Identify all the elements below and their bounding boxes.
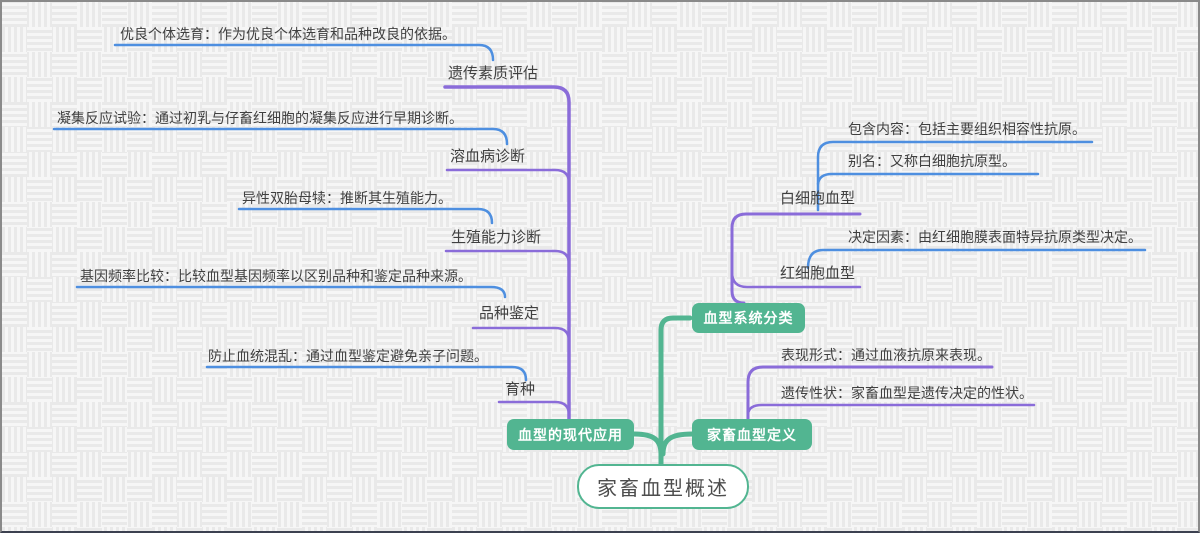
note-white-cell-content[interactable]: 包含内容：包括主要组织相容性抗原。 bbox=[848, 121, 1086, 137]
trunk-line bbox=[658, 315, 693, 467]
underline-topic-2 bbox=[445, 168, 571, 185]
topic-genetic-evaluation[interactable]: 遗传素质评估 bbox=[448, 65, 539, 82]
topic-red-cell-type[interactable]: 红细胞血型 bbox=[780, 265, 856, 282]
note-hemolytic-diagnosis[interactable]: 凝集反应试验：通过初乳与仔畜红细胞的凝集反应进行早期诊断。 bbox=[57, 110, 463, 126]
note-link-5 bbox=[205, 365, 528, 382]
white-cell-note-link-2 bbox=[816, 172, 1040, 186]
underline-topic-3 bbox=[444, 249, 571, 266]
topic-white-cell-type[interactable]: 白细胞血型 bbox=[780, 190, 856, 207]
note-white-cell-alias[interactable]: 别名：又称白细胞抗原型。 bbox=[848, 153, 1016, 169]
topic-breed-identification[interactable]: 品种鉴定 bbox=[479, 305, 540, 322]
underline-red-cell bbox=[730, 270, 862, 289]
note-reproductive-diagnosis[interactable]: 异性双胎母犊：推断其生殖能力。 bbox=[242, 190, 452, 206]
white-cell-note-link-1 bbox=[816, 140, 1094, 212]
note-link-3 bbox=[237, 207, 494, 225]
topic-reproductive-diagnosis[interactable]: 生殖能力诊断 bbox=[451, 229, 542, 246]
note-breed-identification[interactable]: 基因频率比较：比较血型基因频率以区别品种和鉴定品种来源。 bbox=[80, 268, 472, 284]
note-definition-expression[interactable]: 表现形式：通过血液抗原来表现。 bbox=[781, 347, 991, 363]
note-genetic-evaluation[interactable]: 优良个体选育：作为优良个体选育和品种改良的依据。 bbox=[120, 26, 456, 42]
root-node[interactable]: 家畜血型概述 bbox=[577, 464, 749, 509]
underline-topic-4 bbox=[471, 326, 571, 343]
underline-topic-5 bbox=[497, 400, 571, 417]
note-red-cell-determinant[interactable]: 决定因素：由红细胞膜表面特异抗原类型决定。 bbox=[848, 229, 1142, 245]
note-link-2 bbox=[52, 127, 509, 146]
left-branch-spine bbox=[443, 85, 571, 421]
topic-breeding[interactable]: 育种 bbox=[505, 381, 536, 398]
note-breeding[interactable]: 防止血统混乱：通过血型鉴定避免亲子问题。 bbox=[208, 348, 488, 364]
trunk-arm-right bbox=[660, 431, 695, 457]
topic-hemolytic-diagnosis[interactable]: 溶血病诊断 bbox=[450, 148, 526, 165]
red-cell-note-link bbox=[806, 248, 1147, 270]
trunk-arm-left bbox=[631, 431, 664, 457]
note-link-1 bbox=[113, 43, 495, 62]
note-link-4 bbox=[75, 285, 507, 299]
branch-node-definition[interactable]: 家畜血型定义 bbox=[692, 419, 812, 450]
note-definition-genetic-trait[interactable]: 遗传性状：家畜血型是遗传决定的性状。 bbox=[781, 385, 1033, 401]
definition-note-link-1 bbox=[746, 365, 994, 421]
branch-node-modern-applications[interactable]: 血型的现代应用 bbox=[507, 419, 634, 450]
branch-node-classification[interactable]: 血型系统分类 bbox=[692, 303, 805, 333]
definition-note-link-2 bbox=[746, 403, 1036, 416]
classification-spine bbox=[730, 212, 862, 305]
